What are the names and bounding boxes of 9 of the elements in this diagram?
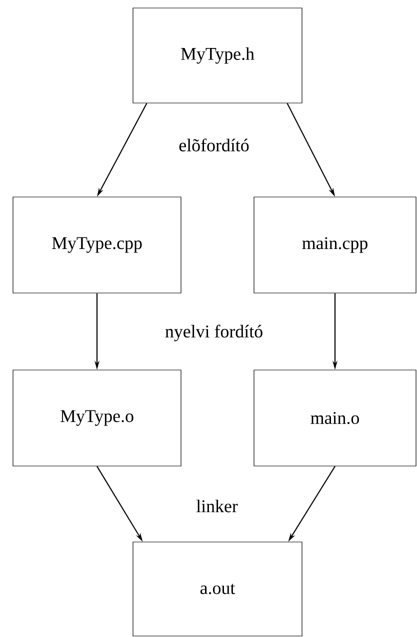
file-box: MyType.cpp (12, 196, 182, 294)
file-box: main.o (254, 370, 416, 466)
stage-label: linker (196, 500, 238, 512)
stage-label: nyelvi fordító (165, 324, 262, 342)
file-box: MyType.h (132, 8, 302, 104)
file-box: MyType.o (12, 370, 182, 466)
stage-label: elõfordító (179, 138, 249, 152)
file-box: a.out (132, 542, 302, 636)
file-box: main.cpp (254, 196, 416, 294)
